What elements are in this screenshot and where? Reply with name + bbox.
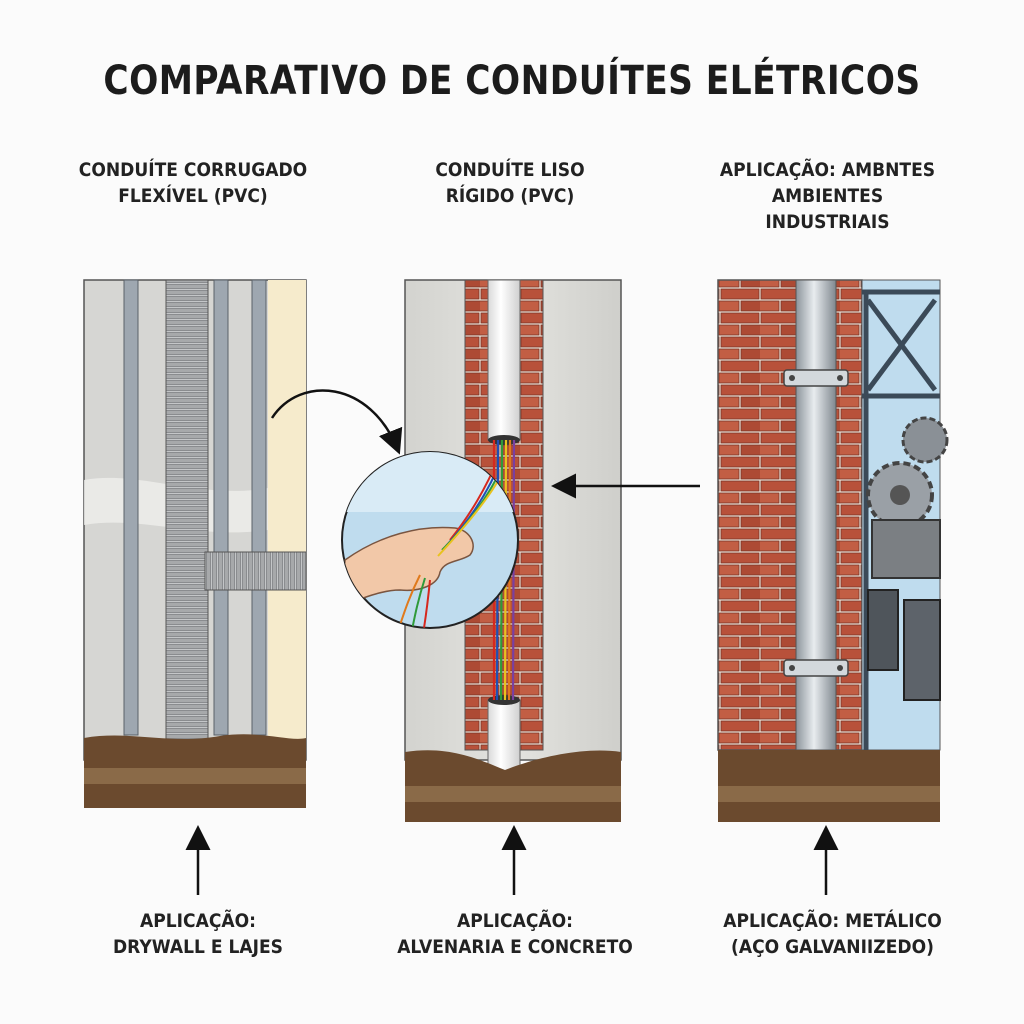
- label-line: RÍGIDO (PVC): [445, 185, 575, 207]
- label-line: CONDUÍTE LISO: [435, 159, 585, 181]
- rigid-pvc-conduit: [487, 279, 521, 441]
- soil-band: [718, 786, 940, 802]
- drywall-board: [268, 280, 306, 740]
- machine-block: [867, 589, 899, 671]
- label-line: CONDUÍTE CORRUGADO: [78, 159, 308, 181]
- label-line: DRYWALL E LAJES: [112, 936, 284, 958]
- label-line: (AÇO GALVANIIZEDO): [731, 936, 934, 958]
- label-rigid-conduit: CONDUÍTE LISO RÍGIDO (PVC): [393, 157, 627, 209]
- pipe-clamp: [783, 659, 849, 677]
- soil-band: [405, 786, 621, 802]
- metal-stud: [213, 279, 229, 736]
- conduit-opening: [488, 435, 520, 445]
- soil-band: [84, 768, 306, 784]
- brick-wall: [717, 279, 863, 751]
- corrugated-conduit-vertical: [165, 279, 209, 751]
- label-line: APLICAÇÃO:: [140, 910, 256, 932]
- pipe-clamp: [783, 369, 849, 387]
- callout-arrows: [185, 389, 839, 895]
- gear-icon: [901, 416, 949, 464]
- label-masonry-application: APLICAÇÃO: ALVENARIA E CONCRETO: [385, 908, 646, 960]
- label-line: APLICAÇÃO:: [457, 910, 573, 932]
- gear-hub-icon: [890, 485, 910, 505]
- label-line: ALVENARIA E CONCRETO: [397, 936, 633, 958]
- metal-stud: [251, 279, 267, 736]
- steel-truss: [862, 289, 940, 750]
- label-line: AMBIENTES: [771, 185, 884, 207]
- curved-arrow: [270, 389, 403, 455]
- machine-block: [903, 599, 941, 701]
- page-title: COMPARATIVO DE CONDUÍTES ELÉTRICOS: [103, 58, 921, 104]
- label-line: APLICAÇÃO: AMBNTES: [719, 159, 936, 181]
- label-line: APLICAÇÃO: METÁLICO: [723, 910, 942, 932]
- machine-block: [871, 519, 941, 579]
- wiring-detail-magnifier: [341, 451, 519, 629]
- panel-drywall: [83, 279, 307, 808]
- label-line: INDUSTRIAIS: [765, 211, 890, 233]
- hand-icon: [342, 526, 474, 607]
- label-flexible-conduit: CONDUÍTE CORRUGADO FLEXÍVEL (PVC): [72, 157, 315, 209]
- metal-stud: [123, 279, 139, 736]
- label-drywall-application: APLICAÇÃO: DRYWALL E LAJES: [72, 908, 324, 960]
- panel-masonry: [341, 279, 622, 822]
- label-industrial-application: APLICAÇÃO: AMBNTES AMBIENTES INDUSTRIAIS: [713, 157, 943, 235]
- label-line: FLEXÍVEL (PVC): [118, 185, 268, 207]
- label-metal-conduit: APLICAÇÃO: METÁLICO (AÇO GALVANIIZEDO): [704, 908, 961, 960]
- metal-conduit: [795, 279, 837, 751]
- corrugated-conduit-horizontal: [204, 551, 307, 591]
- panel-industrial: [717, 279, 949, 822]
